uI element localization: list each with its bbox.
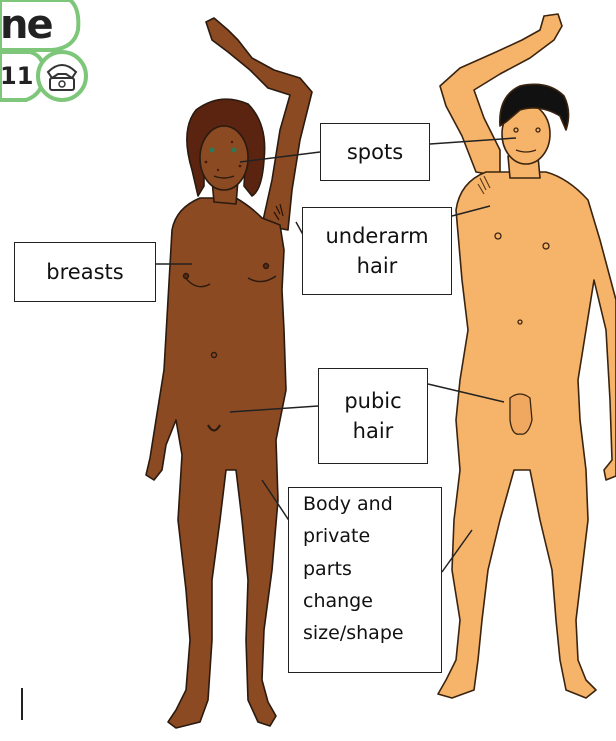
- label-body-line2: private: [303, 520, 370, 552]
- label-body-line5: size/shape: [303, 617, 404, 649]
- label-spots: spots: [320, 123, 430, 181]
- label-body-line4: change: [303, 585, 373, 617]
- logo-word: ne: [0, 2, 52, 48]
- label-body-line1: Body and: [303, 488, 393, 520]
- label-breasts: breasts: [14, 242, 156, 302]
- label-spots-text: spots: [347, 137, 403, 167]
- label-underarm-line2: hair: [357, 251, 398, 281]
- label-pubic-hair: pubic hair: [318, 368, 428, 464]
- logo-number: 11: [0, 62, 33, 90]
- label-pubic-line1: pubic: [344, 386, 401, 416]
- label-body-line3: parts: [303, 553, 352, 585]
- label-pubic-line2: hair: [353, 416, 394, 446]
- label-body-change: Body and private parts change size/shape: [288, 487, 442, 673]
- label-underarm-line1: underarm: [325, 221, 428, 251]
- label-breasts-text: breasts: [46, 257, 123, 287]
- male-figure: [438, 14, 616, 698]
- label-underarm-hair: underarm hair: [302, 207, 452, 295]
